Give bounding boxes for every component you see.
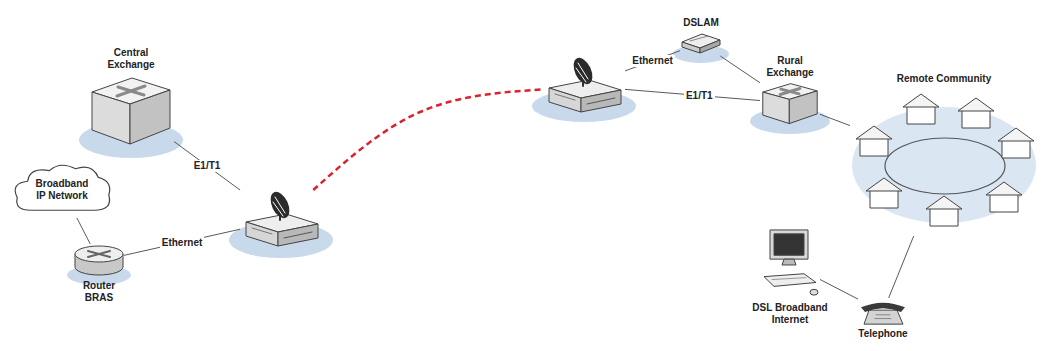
remote-community: Remote Community bbox=[850, 86, 1038, 236]
dsl-computer: DSL Broadband Internet bbox=[760, 228, 820, 300]
router-icon-outline bbox=[74, 244, 124, 278]
cable-link bbox=[625, 51, 680, 71]
cable-link bbox=[625, 89, 760, 100]
central-exchange-outline bbox=[88, 72, 174, 148]
telephone-icon: Telephone bbox=[858, 298, 908, 326]
radio-terminal-outline bbox=[240, 190, 322, 250]
cable-link bbox=[77, 218, 90, 244]
radio-link bbox=[313, 89, 543, 190]
router-icon: Router BRAS bbox=[74, 244, 124, 278]
node-label: Central Exchange bbox=[101, 47, 161, 70]
link-label: E1/T1 bbox=[192, 160, 223, 172]
telephone-icon-outline bbox=[858, 298, 908, 326]
cable-link bbox=[889, 236, 914, 298]
node-label: Telephone bbox=[858, 328, 907, 340]
node-label: Router BRAS bbox=[75, 280, 123, 303]
cable-link bbox=[820, 279, 858, 299]
radio-terminal bbox=[240, 190, 322, 250]
link-label: E1/T1 bbox=[684, 90, 715, 102]
cable-link bbox=[820, 114, 850, 125]
node-label: DSLAM bbox=[683, 17, 719, 29]
radio-terminal-outline bbox=[543, 56, 625, 116]
shadow-ellipse bbox=[852, 107, 1036, 223]
dsl-computer-outline bbox=[760, 228, 820, 300]
link-label: Ethernet bbox=[160, 237, 205, 249]
cable-link bbox=[124, 229, 240, 255]
cable-link bbox=[174, 142, 240, 190]
ip-network-cloud: Broadband IP Network bbox=[10, 160, 114, 218]
central-exchange: Central Exchange bbox=[88, 72, 174, 148]
node-label: DSL Broadband Internet bbox=[744, 302, 836, 325]
rural-exchange: Rural Exchange bbox=[760, 80, 820, 126]
node-label: Remote Community bbox=[897, 73, 991, 85]
link-label: Ethernet bbox=[630, 55, 675, 67]
remote-community-outline bbox=[850, 86, 1038, 236]
cable-link bbox=[720, 56, 760, 83]
rural-exchange-outline bbox=[760, 80, 820, 126]
node-label: Rural Exchange bbox=[762, 55, 818, 78]
dslam-icon: DSLAM bbox=[680, 30, 722, 56]
radio-terminal bbox=[543, 56, 625, 116]
dslam-icon-outline bbox=[680, 30, 722, 56]
node-label: Broadband IP Network bbox=[30, 178, 94, 201]
